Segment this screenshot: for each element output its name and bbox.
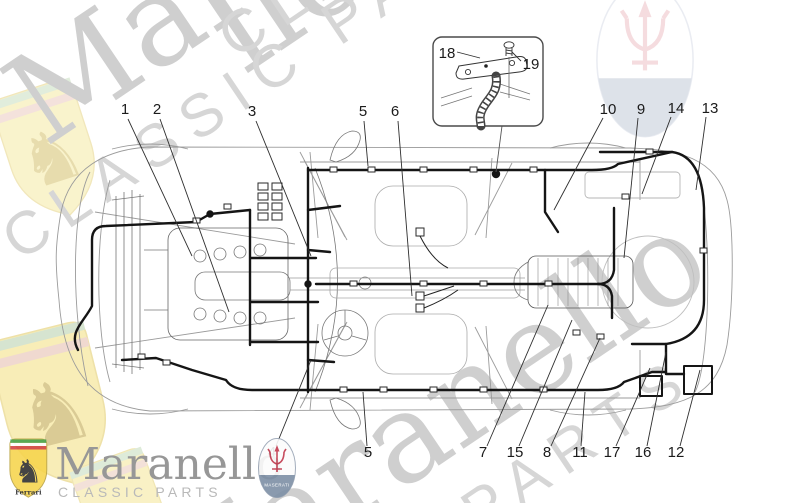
pickup-wires xyxy=(419,235,459,309)
wiring-harness xyxy=(73,150,713,397)
callout-16[interactable]: 16 xyxy=(635,444,652,461)
callout-5-bottom[interactable]: 5 xyxy=(364,444,372,461)
corrugated-conduit xyxy=(475,71,501,131)
ferrari-shield-logo: ♞ Ferrari xyxy=(9,438,48,498)
harness-connectors xyxy=(137,148,708,393)
callout-17[interactable]: 17 xyxy=(604,444,621,461)
leader-lines xyxy=(127,116,707,447)
fastener-screw xyxy=(503,41,515,98)
callout-15[interactable]: 15 xyxy=(507,444,524,461)
callout-9[interactable]: 9 xyxy=(637,101,645,118)
callout-3[interactable]: 3 xyxy=(248,103,256,120)
maserati-wordmark: MASERATI xyxy=(264,483,289,488)
callout-10[interactable]: 10 xyxy=(600,101,617,118)
callout-1[interactable]: 1 xyxy=(121,101,129,118)
trident-icon xyxy=(267,448,287,472)
callout-11[interactable]: 11 xyxy=(572,444,588,461)
callout-14[interactable]: 14 xyxy=(668,100,685,117)
brand-tagline: CLASSIC PARTS xyxy=(58,484,222,500)
callout-19[interactable]: 19 xyxy=(523,56,540,73)
callout-6[interactable]: 6 xyxy=(391,103,399,120)
prancing-horse-icon: ♞ xyxy=(14,454,43,490)
ferrari-wordmark: Ferrari xyxy=(15,489,42,497)
side-mirrors xyxy=(329,130,361,430)
callout-18[interactable]: 18 xyxy=(439,45,456,62)
callout-13[interactable]: 13 xyxy=(702,100,719,117)
maserati-badge-watermark xyxy=(596,0,694,138)
callout-2[interactable]: 2 xyxy=(153,101,161,118)
maserati-badge-logo: MASERATI xyxy=(258,438,296,498)
brand-wordmark[interactable]: Maranello xyxy=(55,439,283,490)
engine-bay xyxy=(111,190,291,374)
callout-5-top[interactable]: 5 xyxy=(359,103,367,120)
callout-7[interactable]: 7 xyxy=(479,444,487,461)
inset-detail-box: 18 19 xyxy=(432,36,544,173)
callout-8[interactable]: 8 xyxy=(543,444,551,461)
callout-12[interactable]: 12 xyxy=(668,444,685,461)
